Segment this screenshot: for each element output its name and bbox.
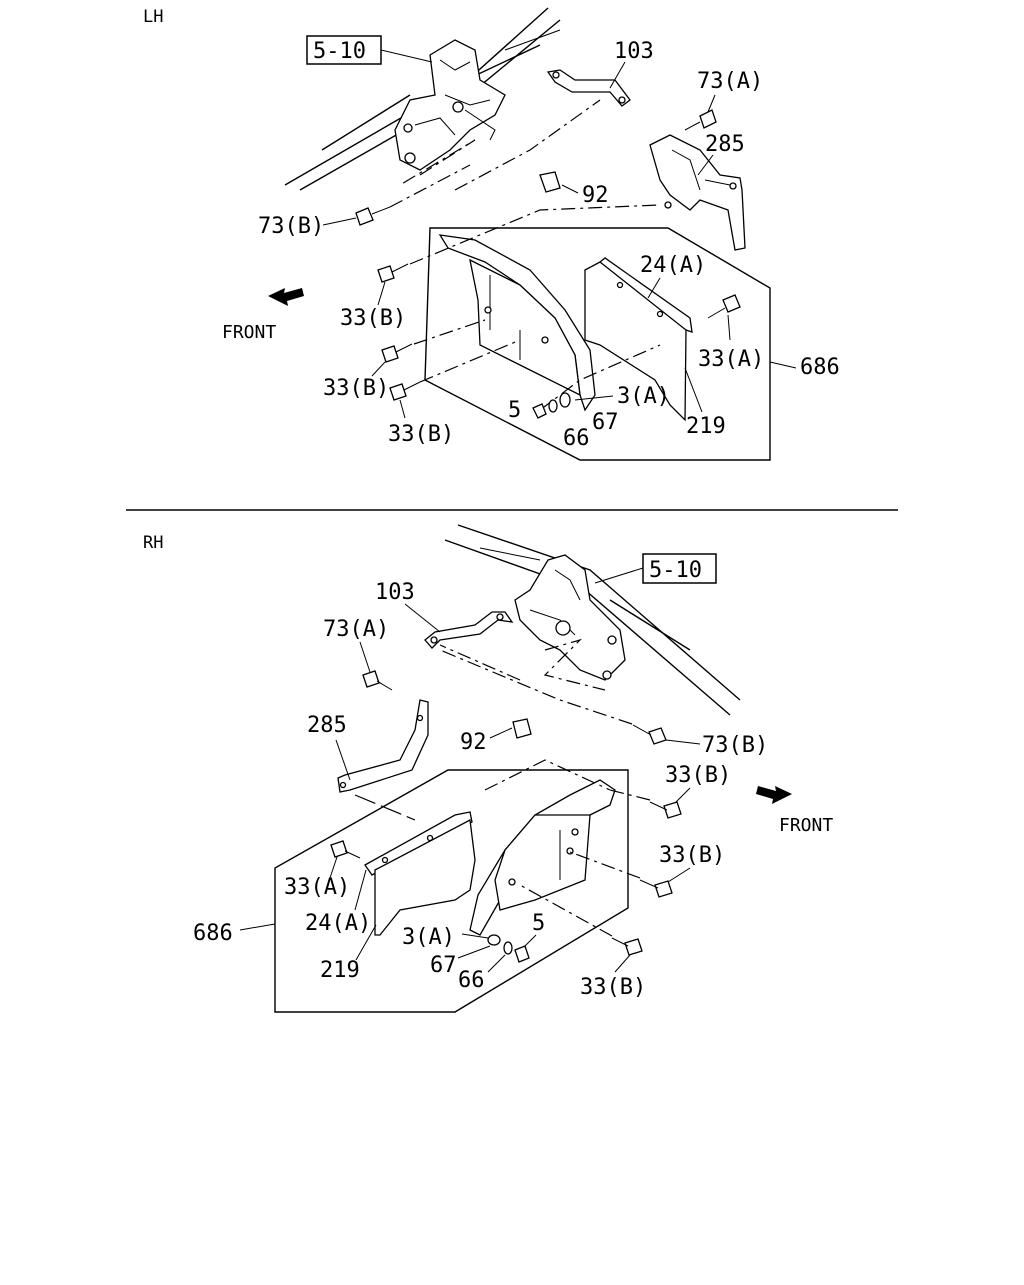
- lh-label-73b[interactable]: 73(B): [258, 214, 324, 239]
- lh-label-103[interactable]: 103: [614, 39, 654, 64]
- lh-label-92[interactable]: 92: [582, 183, 609, 208]
- rh-label-24a[interactable]: 24(A): [305, 911, 371, 936]
- lh-label-3a[interactable]: 3(A): [617, 384, 670, 409]
- rh-assembly-686-outline: [274, 769, 629, 1013]
- rh-label-66[interactable]: 66: [458, 968, 485, 993]
- lh-label-5[interactable]: 5: [508, 398, 521, 423]
- lh-label-33b-3[interactable]: 33(B): [388, 422, 454, 447]
- lh-part-24a-219: [584, 257, 693, 422]
- lh-section-title: LH: [143, 7, 163, 27]
- rh-label-285[interactable]: 285: [307, 713, 347, 738]
- lh-label-219[interactable]: 219: [686, 414, 726, 439]
- rh-label-33b-2[interactable]: 33(B): [659, 843, 725, 868]
- rh-part-24a-219: [364, 811, 476, 936]
- rh-label-3a[interactable]: 3(A): [402, 925, 455, 950]
- rh-washer-66: [503, 941, 513, 955]
- lh-label-33a[interactable]: 33(A): [698, 347, 764, 372]
- lh-ref-5-10[interactable]: 5-10: [306, 35, 382, 65]
- rh-washer-67: [487, 934, 501, 946]
- lh-mud-guard: [438, 234, 596, 412]
- rh-label-73b[interactable]: 73(B): [702, 733, 768, 758]
- lh-label-285[interactable]: 285: [705, 132, 745, 157]
- lh-label-33b-2[interactable]: 33(B): [323, 376, 389, 401]
- lh-bolt-33b-3: [389, 381, 421, 401]
- rh-bolt-33b-2: [639, 879, 673, 898]
- lh-front-arrow-icon: [268, 288, 304, 306]
- rh-label-686[interactable]: 686: [193, 921, 233, 946]
- lh-label-33b-1[interactable]: 33(B): [340, 306, 406, 331]
- rh-label-33b-1[interactable]: 33(B): [665, 763, 731, 788]
- rh-bolt-73a: [362, 670, 393, 691]
- lh-bolt-73b: [355, 206, 391, 226]
- rh-label-67[interactable]: 67: [430, 953, 457, 978]
- rh-front-arrow-icon: [756, 786, 792, 804]
- lh-label-67[interactable]: 67: [592, 410, 619, 435]
- rh-label-219[interactable]: 219: [320, 958, 360, 983]
- rh-nut-5: [514, 945, 530, 963]
- rh-label-33a[interactable]: 33(A): [284, 875, 350, 900]
- rh-label-92[interactable]: 92: [460, 730, 487, 755]
- rh-mud-guard: [469, 779, 616, 936]
- rh-label-33b-3[interactable]: 33(B): [580, 975, 646, 1000]
- lh-label-686[interactable]: 686: [800, 355, 840, 380]
- rh-bolt-33b-3: [611, 937, 643, 956]
- lh-section: LH 5-10: [143, 7, 840, 461]
- lh-label-front: FRONT: [222, 322, 276, 343]
- lh-bracket-assembly: [394, 39, 506, 171]
- rh-bolt-73b: [632, 724, 667, 745]
- rh-section: RH 5-10 103: [143, 524, 833, 1013]
- rh-label-front: FRONT: [779, 815, 833, 836]
- lh-part-103-bracket: [546, 69, 631, 107]
- rh-label-5[interactable]: 5: [532, 911, 545, 936]
- lh-bolt-33a: [707, 294, 741, 319]
- lh-bolt-73a: [684, 109, 717, 131]
- lh-label-73a[interactable]: 73(A): [697, 69, 763, 94]
- rh-part-92-clip: [512, 718, 532, 739]
- rh-label-73a[interactable]: 73(A): [323, 617, 389, 642]
- svg-text:5-10: 5-10: [649, 558, 702, 583]
- rh-bracket-assembly: [514, 554, 626, 681]
- rh-bolt-33a: [330, 840, 361, 859]
- rh-part-285-bracket: [337, 699, 429, 793]
- lh-bolt-33b-1: [377, 263, 409, 283]
- rh-label-103[interactable]: 103: [375, 580, 415, 605]
- lh-bolt-33b-2: [381, 343, 413, 363]
- lh-part-285-bracket: [649, 134, 746, 251]
- rh-part-103-bracket: [424, 611, 514, 649]
- lh-part-92-clip: [539, 171, 561, 193]
- svg-text:5-10: 5-10: [313, 39, 366, 64]
- lh-label-24a[interactable]: 24(A): [640, 253, 706, 278]
- lh-label-66[interactable]: 66: [563, 426, 590, 451]
- rh-section-title: RH: [143, 533, 163, 553]
- rh-bolt-33b-1: [649, 801, 682, 819]
- rh-ref-5-10[interactable]: 5-10: [642, 553, 717, 584]
- lh-washer-66-67: [548, 392, 571, 413]
- lh-nut-5: [532, 403, 547, 419]
